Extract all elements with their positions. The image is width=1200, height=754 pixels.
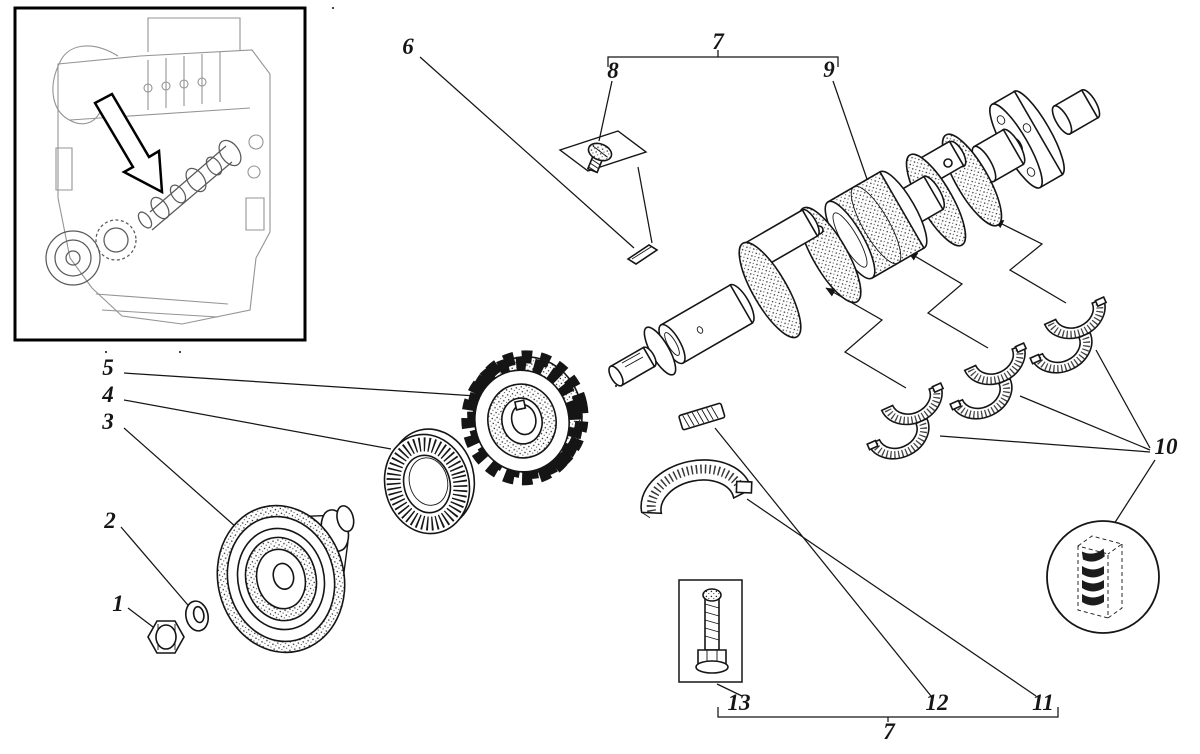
- lock-plate: [678, 402, 726, 431]
- engine-inset: [13, 6, 307, 342]
- callout-2: 2: [104, 508, 116, 533]
- callout-1: 1: [112, 591, 124, 616]
- bearing-shell-pair-3: [1029, 295, 1108, 374]
- paper-specks: [104, 6, 618, 388]
- bolt-box: [678, 579, 743, 683]
- thrust-half-ring: [640, 459, 753, 519]
- callout-9: 9: [823, 57, 835, 82]
- set-screw-box: [558, 130, 648, 172]
- callout-7-bottom: 7: [883, 719, 895, 744]
- timing-gear: [461, 350, 589, 486]
- location-arrow: [93, 92, 164, 195]
- bracket-bottom: [717, 707, 1059, 722]
- set-screw: [586, 142, 613, 174]
- callout-7-top: 7: [712, 29, 724, 54]
- crankshaft-sketch: [45, 139, 242, 286]
- callout-13: 13: [727, 690, 751, 715]
- callout-4: 4: [102, 382, 114, 407]
- callout-8: 8: [607, 58, 619, 83]
- callout-11: 11: [1032, 690, 1054, 715]
- callout-5: 5: [102, 355, 114, 380]
- crankshaft: [608, 89, 1101, 387]
- callout-12: 12: [925, 690, 949, 715]
- slinger-ring: [383, 428, 476, 535]
- engine-sketch: [52, 17, 271, 325]
- hex-nut: [147, 620, 185, 654]
- callout-10: 10: [1154, 434, 1178, 459]
- lock-washer: [184, 600, 210, 632]
- pulley: [216, 504, 355, 654]
- assembly-arrows: [825, 219, 1067, 389]
- shaft-key: [626, 244, 659, 265]
- callout-6: 6: [402, 34, 414, 59]
- bearing-bolt: [695, 588, 729, 674]
- bracket-top: [607, 50, 839, 67]
- bearing-shell-pair-1: [866, 381, 945, 460]
- bearing-shell-pair-2: [949, 341, 1028, 420]
- leader-lines: [120, 56, 1156, 697]
- bearing-stack-inset: [1046, 520, 1160, 634]
- callout-3: 3: [102, 409, 114, 434]
